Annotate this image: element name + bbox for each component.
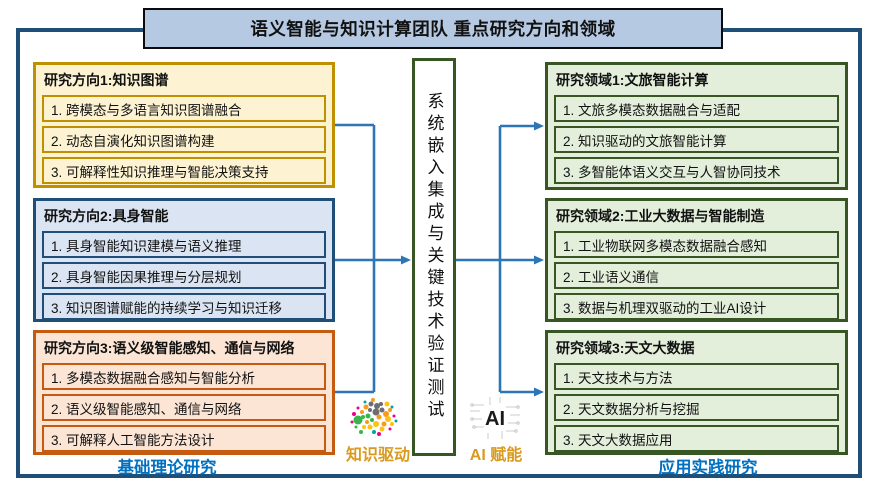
diagram-title: 语义智能与知识计算团队 重点研究方向和领域 bbox=[143, 8, 723, 49]
group-title: 研究领域2:工业大数据与智能制造 bbox=[556, 208, 765, 224]
research-item: 3. 知识图谱赋能的持续学习与知识迁移 bbox=[42, 293, 326, 320]
system-integration-box: 系统嵌入集成与关键技术验证测试 bbox=[412, 58, 456, 456]
research-direction-1-box: 研究方向1:知识图谱 1. 跨模态与多语言知识图谱融合 2. 动态自演化知识图谱… bbox=[33, 62, 335, 188]
research-item: 1. 文旅多模态数据融合与适配 bbox=[554, 95, 839, 122]
research-area-3-box: 研究领域3:天文大数据 1. 天文技术与方法 2. 天文数据分析与挖掘 3. 天… bbox=[545, 330, 848, 455]
research-item: 3. 数据与机理双驱动的工业AI设计 bbox=[554, 293, 839, 320]
research-item: 1. 多模态数据融合感知与智能分析 bbox=[42, 363, 326, 390]
ai-chip-icon: AI bbox=[470, 397, 520, 439]
knowledge-graph-icon bbox=[350, 398, 398, 436]
research-item: 1. 跨模态与多语言知识图谱融合 bbox=[42, 95, 326, 122]
system-integration-label: 系统嵌入集成与关键技术验证测试 bbox=[424, 92, 444, 422]
research-item: 1. 工业物联网多模态数据融合感知 bbox=[554, 231, 839, 258]
research-area-2-box: 研究领域2:工业大数据与智能制造 1. 工业物联网多模态数据融合感知 2. 工业… bbox=[545, 198, 848, 322]
research-item: 2. 知识驱动的文旅智能计算 bbox=[554, 126, 839, 153]
research-area-1-box: 研究领域1:文旅智能计算 1. 文旅多模态数据融合与适配 2. 知识驱动的文旅智… bbox=[545, 62, 848, 190]
group-title: 研究方向2:具身智能 bbox=[44, 208, 169, 224]
research-item: 3. 天文大数据应用 bbox=[554, 425, 839, 452]
research-item: 2. 动态自演化知识图谱构建 bbox=[42, 126, 326, 153]
research-item: 2. 工业语义通信 bbox=[554, 262, 839, 289]
research-item: 3. 多智能体语义交互与人智协同技术 bbox=[554, 157, 839, 184]
research-item: 2. 具身智能因果推理与分层规划 bbox=[42, 262, 326, 289]
research-item: 1. 具身智能知识建模与语义推理 bbox=[42, 231, 326, 258]
group-title: 研究领域3:天文大数据 bbox=[556, 340, 695, 356]
research-direction-3-box: 研究方向3:语义级智能感知、通信与网络 1. 多模态数据融合感知与智能分析 2.… bbox=[33, 330, 335, 455]
research-item: 2. 语义级智能感知、通信与网络 bbox=[42, 394, 326, 421]
research-item: 3. 可解释性知识推理与智能决策支持 bbox=[42, 157, 326, 184]
ai-empower-label: AI 赋能 bbox=[469, 447, 523, 464]
research-direction-2-box: 研究方向2:具身智能 1. 具身智能知识建模与语义推理 2. 具身智能因果推理与… bbox=[33, 198, 335, 322]
svg-text:AI: AI bbox=[485, 408, 505, 430]
research-item: 2. 天文数据分析与挖掘 bbox=[554, 394, 839, 421]
right-column-caption: 应用实践研究 bbox=[658, 459, 758, 477]
research-item: 3. 可解释人工智能方法设计 bbox=[42, 425, 326, 452]
group-title: 研究方向1:知识图谱 bbox=[44, 72, 169, 88]
group-title: 研究方向3:语义级智能感知、通信与网络 bbox=[44, 340, 295, 356]
knowledge-driven-label: 知识驱动 bbox=[345, 447, 410, 464]
group-title: 研究领域1:文旅智能计算 bbox=[556, 72, 709, 88]
left-column-caption: 基础理论研究 bbox=[117, 459, 217, 477]
research-item: 1. 天文技术与方法 bbox=[554, 363, 839, 390]
